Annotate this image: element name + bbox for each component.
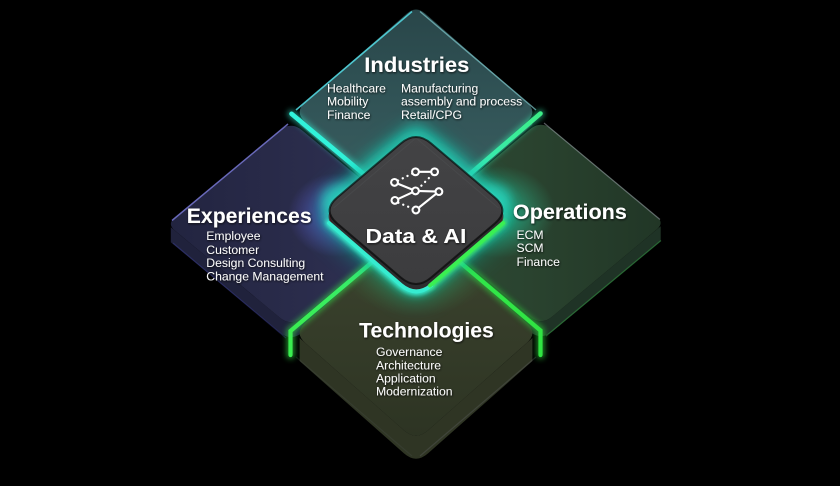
svg-text:Industries: Industries <box>364 54 469 77</box>
svg-text:Experiences: Experiences <box>187 205 312 228</box>
svg-text:Design Consulting: Design Consulting <box>206 256 305 270</box>
svg-text:Operations: Operations <box>513 201 627 224</box>
svg-text:assembly and process: assembly and process <box>401 95 522 109</box>
svg-text:Manufacturing: Manufacturing <box>401 82 478 96</box>
svg-text:Mobility: Mobility <box>327 95 369 109</box>
svg-text:Customer: Customer <box>206 243 259 257</box>
svg-text:Application: Application <box>376 371 436 385</box>
svg-text:Data & AI: Data & AI <box>366 226 467 248</box>
svg-text:Governance: Governance <box>376 345 443 359</box>
svg-text:Modernization: Modernization <box>376 384 453 398</box>
svg-text:Technologies: Technologies <box>359 320 494 343</box>
svg-text:Architecture: Architecture <box>376 358 441 372</box>
svg-text:Finance: Finance <box>327 108 371 122</box>
svg-text:ECM: ECM <box>517 228 544 242</box>
svg-text:Finance: Finance <box>517 255 561 269</box>
svg-text:Change Management: Change Management <box>206 270 324 284</box>
svg-text:Employee: Employee <box>206 229 260 243</box>
svg-text:Healthcare: Healthcare <box>327 82 386 96</box>
svg-text:Retail/CPG: Retail/CPG <box>401 108 462 122</box>
svg-text:SCM: SCM <box>517 241 544 255</box>
